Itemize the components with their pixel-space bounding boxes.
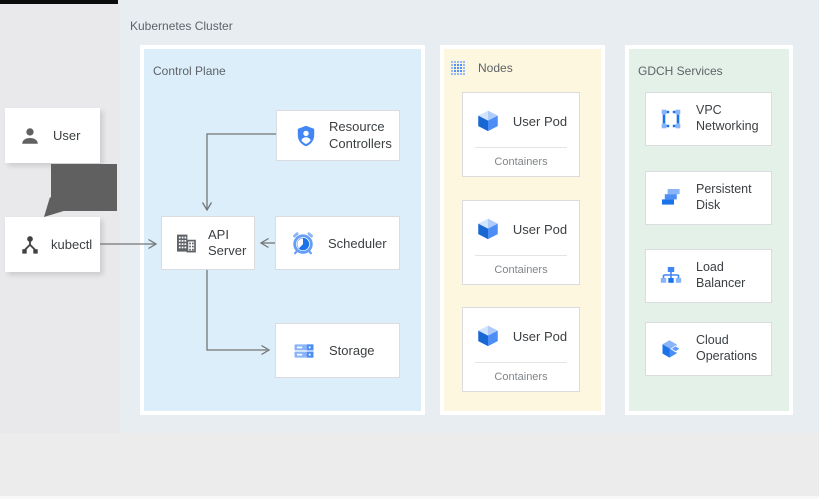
pd-line2: Disk [696, 198, 721, 212]
user-pod-label: User Pod [512, 113, 568, 129]
user-icon [22, 127, 38, 144]
cloud-operations-icon [662, 340, 682, 358]
kubectl-box: kubectl [5, 217, 100, 272]
api-server-box: API Server [161, 216, 255, 270]
vpc-line2: Networking [696, 119, 759, 133]
nodes-label: Nodes [478, 61, 513, 75]
vpc-networking-label: VPC Networking [696, 103, 759, 134]
pod-cube-icon [478, 325, 498, 347]
bottom-edge-strip [0, 496, 819, 499]
lb-line2: Balancer [696, 276, 746, 290]
persistent-disk-label: Persistent Disk [696, 182, 752, 213]
lb-line1: Load [696, 260, 724, 275]
user-label: User [53, 128, 81, 143]
resource-controllers-box: Resource Controllers [276, 110, 400, 161]
load-balancer-icon [660, 267, 682, 283]
user-pod-head: User Pod [463, 323, 579, 349]
kubectl-label: kubectl [51, 237, 93, 252]
user-pod-head: User Pod [463, 108, 579, 134]
co-line2: Operations [696, 349, 758, 363]
vpc-networking-icon [661, 109, 681, 129]
cloud-operations-label: Cloud Operations [696, 333, 757, 364]
top-black-bar [0, 0, 118, 4]
pod-divider [475, 147, 567, 148]
pod-cube-icon [478, 218, 498, 240]
user-pod-box: User Pod Containers [462, 200, 580, 285]
co-line1: Cloud [696, 333, 729, 348]
cloud-operations-box: Cloud Operations [645, 322, 772, 376]
gdch-services-label: GDCH Services [638, 64, 723, 78]
user-box: User [5, 108, 100, 163]
resource-controllers-line2: Controllers [329, 135, 392, 151]
load-balancer-box: Load Balancer [645, 249, 772, 303]
kubectl-icon [22, 235, 38, 254]
nodes-header: Nodes [450, 60, 513, 76]
load-balancer-label: Load Balancer [696, 260, 745, 291]
pod-divider [475, 255, 567, 256]
kubernetes-cluster-label: Kubernetes Cluster [130, 19, 233, 33]
containers-label: Containers [494, 371, 548, 383]
storage-icon [294, 343, 314, 358]
scheduler-box: Scheduler [275, 216, 400, 270]
persistent-disk-icon [662, 189, 680, 205]
storage-label: Storage [329, 343, 375, 358]
user-pod-label: User Pod [512, 221, 568, 237]
persistent-disk-box: Persistent Disk [645, 171, 772, 225]
storage-box: Storage [275, 323, 400, 378]
user-pod-box: User Pod Containers [462, 307, 580, 392]
control-plane-label: Control Plane [153, 64, 226, 78]
nodes-grid-icon [450, 60, 466, 76]
resource-controllers-line1: Resource [329, 119, 385, 135]
resource-controllers-label: Resource Controllers [329, 119, 392, 152]
api-server-label: API Server [208, 227, 246, 260]
containers-label: Containers [494, 264, 548, 276]
scheduler-label: Scheduler [328, 235, 387, 251]
user-pod-label: User Pod [512, 328, 568, 344]
pd-line1: Persistent [696, 182, 752, 197]
containers-label: Containers [494, 156, 548, 168]
user-pod-box: User Pod Containers [462, 92, 580, 177]
pod-divider [475, 362, 567, 363]
api-server-line2: Server [208, 243, 247, 258]
pod-cube-icon [478, 110, 498, 132]
user-pod-head: User Pod [463, 216, 579, 242]
api-server-line1: API [208, 226, 229, 242]
vpc-line1: VPC [696, 103, 722, 118]
api-server-building-icon [177, 234, 196, 253]
scheduler-clock-icon [293, 232, 313, 255]
vpc-networking-box: VPC Networking [645, 92, 772, 146]
resource-controllers-shield-icon [297, 125, 315, 146]
